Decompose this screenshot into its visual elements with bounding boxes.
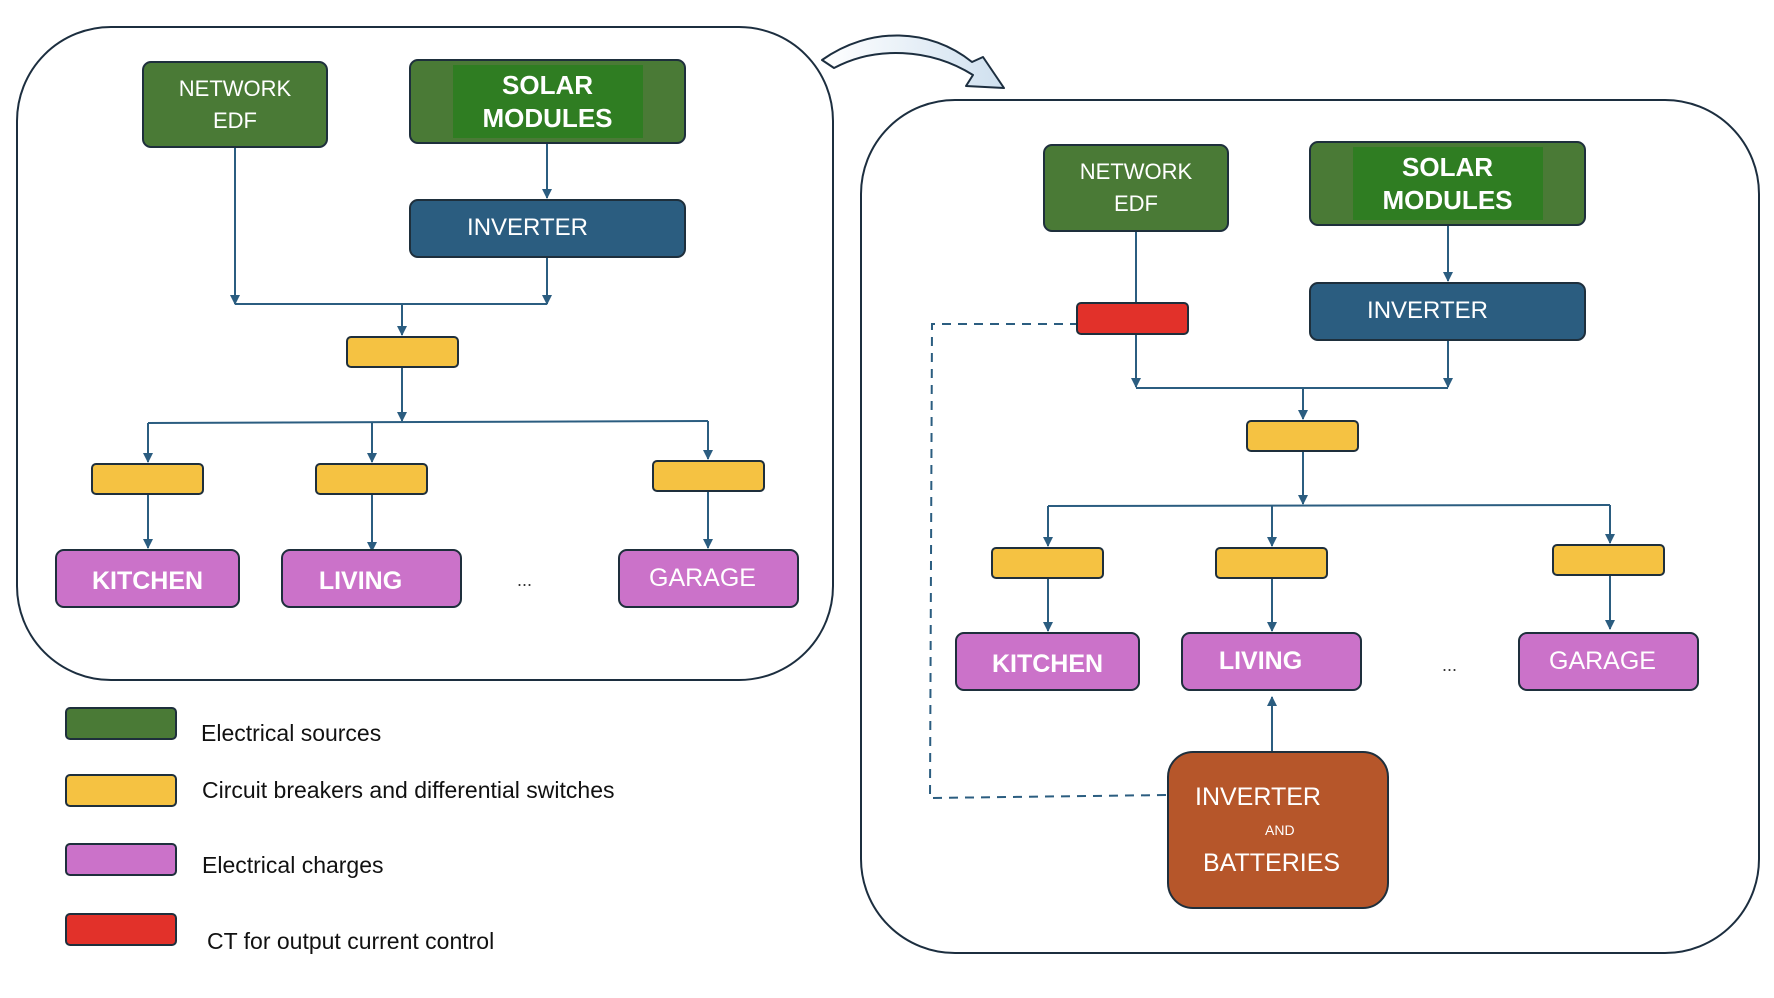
distribution-bus-line: [147, 420, 709, 424]
right-living-breaker: [1215, 547, 1328, 579]
left-network-edf-box: NETWORK EDF: [142, 61, 328, 148]
left-solar-label: SOLAR: [502, 70, 593, 100]
left-inverter-label: INVERTER: [467, 214, 588, 242]
right-living-label: LIVING: [1218, 647, 1303, 676]
right-solar-label: SOLAR: [1402, 152, 1493, 182]
left-garage-load: GARAGE: [618, 549, 799, 608]
left-kitchen-label: KITCHEN: [91, 567, 204, 596]
left-garage-label: GARAGE: [649, 564, 756, 593]
left-network-label: NETWORK: [178, 75, 292, 101]
left-main-breaker: [346, 336, 459, 368]
left-living-breaker: [315, 463, 428, 495]
right-modules-label: MODULES: [1382, 184, 1513, 215]
left-inverter-box: INVERTER: [409, 199, 686, 258]
legend-sources-label: Electrical sources: [201, 720, 382, 746]
left-edf-label: EDF: [213, 107, 257, 133]
legend-ct-swatch: [65, 913, 177, 946]
right-inverter-box: INVERTER: [1309, 282, 1586, 341]
ct-control-dashed-line: [928, 323, 1169, 800]
right-main-breaker: [1246, 420, 1359, 452]
left-solar-label-block: SOLAR MODULES: [452, 65, 643, 138]
right-network-label: NETWORK: [1079, 159, 1193, 185]
left-living-label: LIVING: [318, 567, 403, 596]
right-garage-breaker: [1552, 544, 1665, 576]
right-more-loads-ellipsis: ...: [1442, 655, 1458, 675]
right-garage-load: GARAGE: [1518, 632, 1699, 691]
legend-charges-label: Electrical charges: [202, 852, 384, 878]
right-garage-label: GARAGE: [1549, 647, 1656, 676]
right-living-load: LIVING: [1181, 632, 1362, 691]
legend-breakers-swatch: [65, 774, 177, 807]
left-living-load: LIVING: [281, 549, 462, 608]
right-ct-sensor: [1076, 302, 1189, 335]
right-inverter-batteries-box: INVERTER AND BATTERIES: [1167, 751, 1389, 909]
left-modules-label: MODULES: [482, 102, 613, 133]
legend-breakers-label: Circuit breakers and differential switch…: [202, 777, 615, 803]
left-solar-modules-box: SOLAR MODULES: [409, 59, 686, 144]
left-kitchen-load: KITCHEN: [55, 549, 240, 608]
battery-batteries-label: BATTERIES: [1203, 849, 1341, 878]
legend-charges-swatch: [65, 843, 177, 876]
right-kitchen-load: KITCHEN: [955, 632, 1140, 691]
legend-sources-swatch: [65, 707, 177, 740]
battery-inverter-label: INVERTER: [1195, 782, 1321, 811]
left-garage-breaker: [652, 460, 765, 492]
right-inverter-label: INVERTER: [1367, 297, 1488, 325]
battery-and-label: AND: [1265, 821, 1295, 838]
transition-arrow-icon: [821, 34, 1005, 89]
right-kitchen-label: KITCHEN: [991, 650, 1104, 679]
right-solar-label-block: SOLAR MODULES: [1352, 147, 1543, 220]
right-kitchen-breaker: [991, 547, 1104, 579]
right-network-edf-box: NETWORK EDF: [1043, 144, 1229, 232]
right-edf-label: EDF: [1114, 191, 1158, 216]
left-kitchen-breaker: [91, 463, 204, 495]
right-solar-modules-box: SOLAR MODULES: [1309, 141, 1586, 226]
left-more-loads-ellipsis: ...: [517, 570, 533, 590]
legend-ct-label: CT for output current control: [207, 928, 495, 954]
